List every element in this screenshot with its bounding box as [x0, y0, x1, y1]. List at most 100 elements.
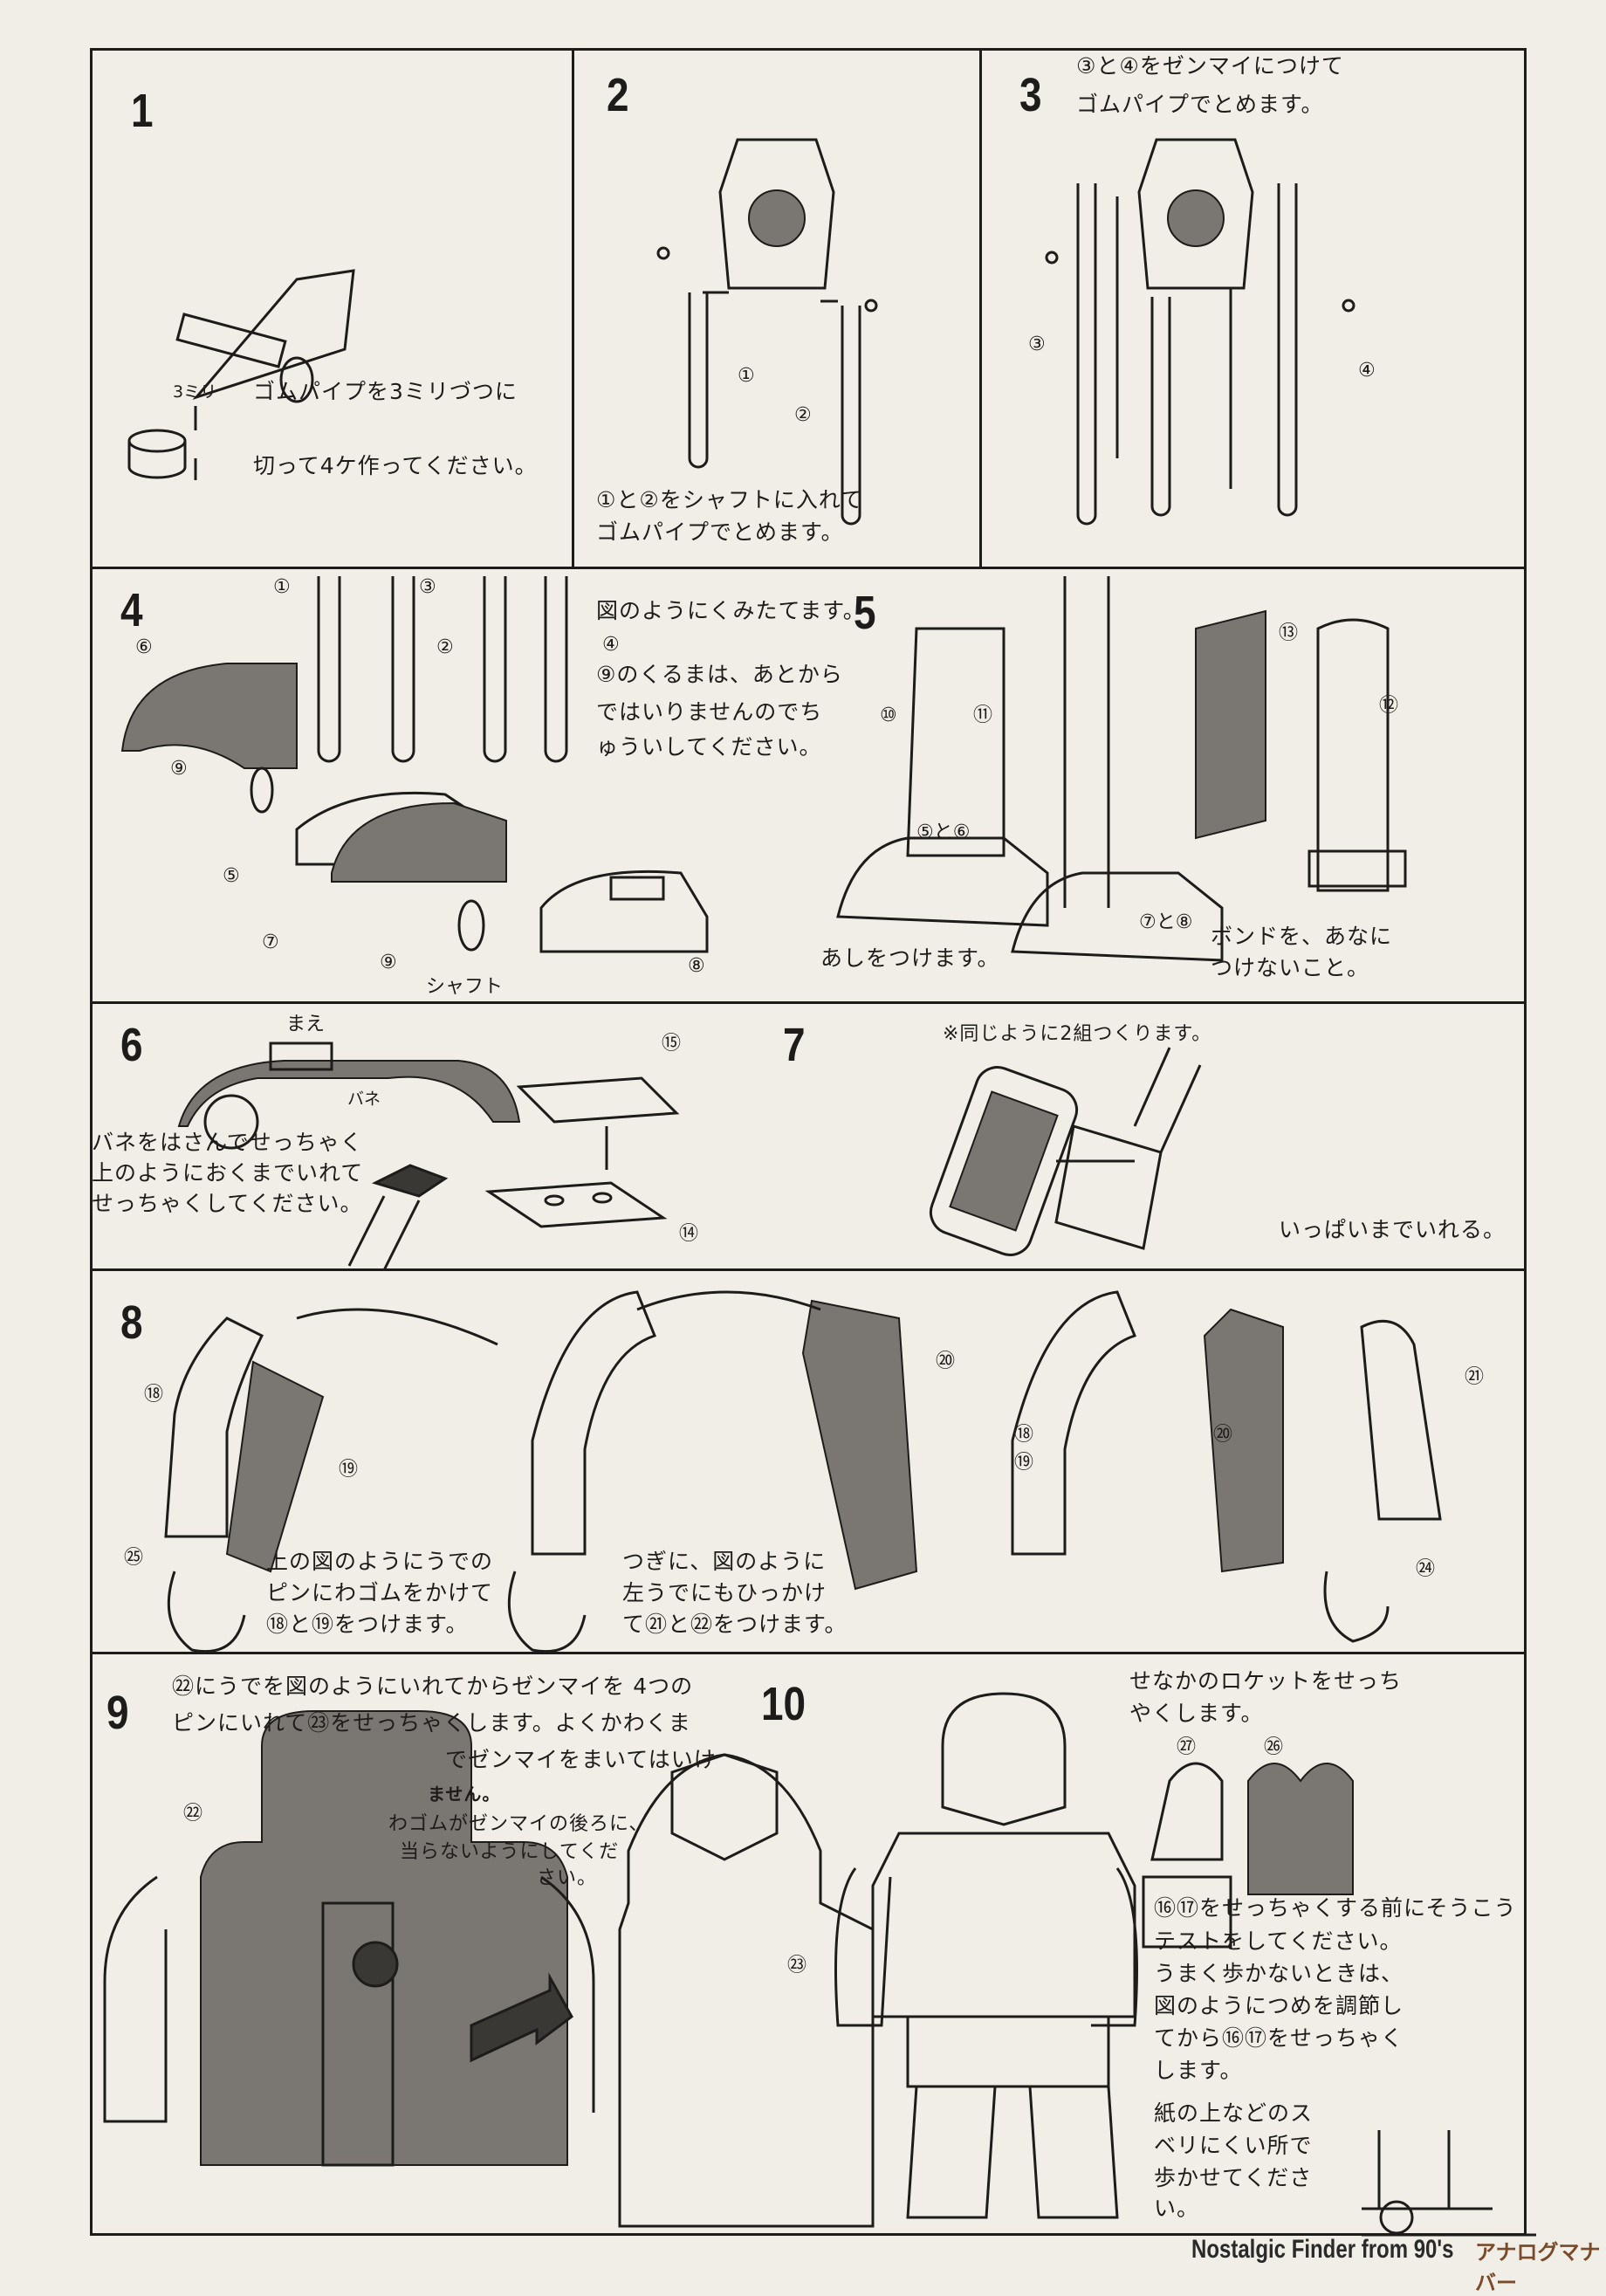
part-label: ① [273, 576, 291, 598]
step-note: つけないこと。 [1211, 955, 1370, 980]
step-number: 1 [131, 85, 154, 137]
step3-leg-illustration [1045, 138, 1355, 526]
step-note: します。 [1154, 2058, 1243, 2083]
watermark-logo: アナログマナバー [1475, 2240, 1601, 2295]
step8-arm-illustration [164, 1290, 1442, 1653]
step-number: 4 [120, 584, 143, 636]
step-text: ⑱と⑲をつけます。 [266, 1612, 469, 1637]
part-label: ⑦ [262, 931, 279, 953]
step-note: わゴムがゼンマイの後ろに、 [388, 1813, 649, 1835]
spring-label: バネ [347, 1090, 381, 1109]
step-number: 7 [783, 1019, 806, 1071]
front-label: まえ [286, 1014, 326, 1035]
watermark-text: Nostalgic Finder from 90's [1191, 2235, 1454, 2264]
step-note: 左うでにもひっかけ [622, 1580, 827, 1605]
step-text: ません。 [428, 1784, 501, 1804]
step-number: 9 [106, 1687, 129, 1739]
step-text: ゴムパイプを3ミリづつに [253, 379, 518, 404]
step-note: て㉑と㉒をつけます。 [622, 1612, 848, 1637]
step-note: 図のようにつめを調節し [1154, 1993, 1404, 2018]
part-label: ② [794, 404, 812, 426]
step-text: せなかのロケットをせっち [1129, 1668, 1403, 1694]
row-divider [90, 1652, 1524, 1654]
step-number: 3 [1019, 69, 1042, 121]
step-note: ⑯⑰をせっちゃくする前にそうこう [1154, 1895, 1517, 1921]
part-label: ⑬ [1279, 622, 1299, 644]
part-label: ⑱ [1014, 1424, 1034, 1446]
step-text: ピンにいれて㉓をせっちゃくします。よくかわくま [172, 1710, 691, 1736]
step7-mechanism-illustration [929, 1047, 1202, 1256]
step-text: でゼンマイをまいてはいけ [445, 1747, 717, 1772]
part-label: ⑳ [936, 1351, 956, 1372]
part-label: ① [738, 365, 755, 387]
step-number: 2 [607, 69, 629, 121]
step6-spring-illustration [177, 1041, 680, 1271]
step-note: うまく歩かないときは、 [1154, 1961, 1404, 1986]
step-note: ベリにくい所で [1154, 2133, 1313, 2158]
part-label: ㉕ [124, 1547, 144, 1569]
part-label: ㉑ [1465, 1366, 1485, 1388]
step-note: 当らないようにしてくだ [400, 1841, 620, 1863]
part-label: ㉖ [1264, 1736, 1284, 1758]
part-label: ⑳ [1213, 1424, 1233, 1446]
part-label: ③ [1028, 333, 1046, 355]
part-label: ⑧ [688, 955, 705, 977]
part-label: ㉔ [1416, 1558, 1436, 1580]
step2-leg-illustration [656, 138, 878, 526]
step-note: つぎに、図のように [622, 1549, 827, 1574]
step-note: 歩かせてくださ [1154, 2165, 1313, 2190]
column-divider [979, 48, 982, 567]
step-note: 紙の上などのス [1154, 2100, 1314, 2126]
part-label: ⑱ [144, 1384, 164, 1406]
step1-cutter-illustration [127, 269, 355, 480]
row-divider [90, 1001, 1524, 1004]
part-label: ⑨ [170, 758, 188, 780]
step-number: 8 [120, 1296, 143, 1349]
step-text: 図のようにくみたてます。 [596, 598, 866, 623]
step-text: ピンにわゴムをかけて [266, 1580, 494, 1605]
part-label: ⑫ [1379, 695, 1399, 717]
step-note: さい。 [537, 1867, 598, 1889]
part-label: ⑪ [973, 705, 993, 726]
step-text: せっちゃくしてください。 [92, 1191, 363, 1216]
step-text: あしをつけます。 [820, 945, 1000, 971]
step-note: いっぱいまでいれる。 [1279, 1217, 1506, 1242]
dimension-label: 3ミリ [173, 382, 217, 402]
step-text: ①と②をシャフトに入れて [596, 487, 864, 512]
part-label: ⑦と⑧ [1139, 911, 1193, 933]
part-label: ⑲ [1014, 1452, 1034, 1474]
part-label: ④ [602, 634, 620, 656]
part-label: ⑥ [135, 636, 153, 658]
step-note: ではいりませんのでち [596, 699, 823, 725]
part-label: ㉗ [1177, 1736, 1197, 1758]
part-label: ⑭ [679, 1223, 699, 1245]
step5-feet-illustration [836, 576, 1407, 962]
step-text: 上のようにおくまでいれて [92, 1160, 364, 1186]
row-divider [90, 1268, 1524, 1271]
step-text: ㉒にうでを図のようにいれてからゼンマイを 4つの [172, 1674, 694, 1699]
row-divider [90, 567, 1524, 569]
step-note: い。 [1154, 2196, 1200, 2221]
part-label: ③ [419, 576, 436, 598]
part-label: ㉒ [183, 1803, 203, 1825]
step-text: 切って4ケ作ってください。 [253, 453, 538, 478]
step-text: ゴムパイプでとめます。 [596, 519, 844, 545]
part-label: ② [436, 636, 454, 658]
part-label: ⑮ [662, 1033, 682, 1055]
step-note: てから⑯⑰をせっちゃく [1154, 2025, 1404, 2051]
step-note: ⑨のくるまは、あとから [596, 662, 843, 687]
part-label: ⑨ [380, 952, 397, 973]
column-divider [572, 48, 574, 567]
step-note: ボンドを、あなに [1211, 924, 1393, 949]
part-label: ⑲ [339, 1459, 359, 1481]
instruction-frame [90, 48, 1527, 2236]
step9-body-illustration [103, 1710, 875, 2228]
step-number: 5 [854, 587, 876, 639]
step-text: やくします。 [1129, 1701, 1264, 1726]
part-label: ⑩ [880, 705, 897, 726]
part-label: ⑤ [223, 865, 240, 887]
part-label: ㉓ [787, 1955, 807, 1976]
step-number: 6 [120, 1019, 143, 1071]
step-text: 上の図のようにうでの [266, 1549, 494, 1574]
